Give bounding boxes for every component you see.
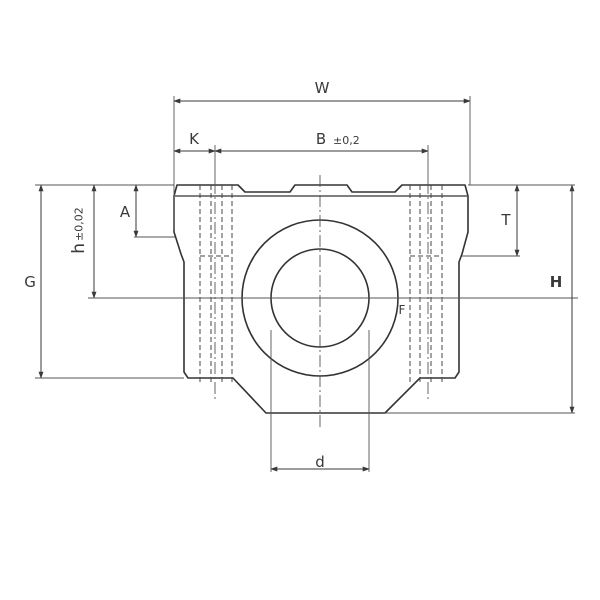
- label-h-tolerance: ±0,02: [73, 207, 86, 241]
- label-K: K: [189, 130, 200, 148]
- label-F: F: [399, 303, 406, 317]
- housing-outline: [173, 184, 469, 414]
- label-H: H: [550, 273, 563, 291]
- dimension-lines: [38, 98, 575, 472]
- label-h: h: [69, 243, 89, 254]
- hidden-lines-right: [409, 185, 443, 385]
- label-B: B: [316, 130, 326, 148]
- label-A: A: [120, 203, 131, 221]
- center-lines: [214, 175, 429, 430]
- label-h-group: h ±0,02: [69, 207, 89, 254]
- label-T: T: [500, 211, 511, 229]
- hidden-lines-left: [199, 185, 233, 385]
- label-W: W: [315, 79, 330, 97]
- label-d: d: [315, 453, 325, 471]
- extension-lines: [35, 96, 578, 472]
- label-B-tolerance: ±0,2: [333, 134, 360, 147]
- label-G: G: [24, 273, 36, 291]
